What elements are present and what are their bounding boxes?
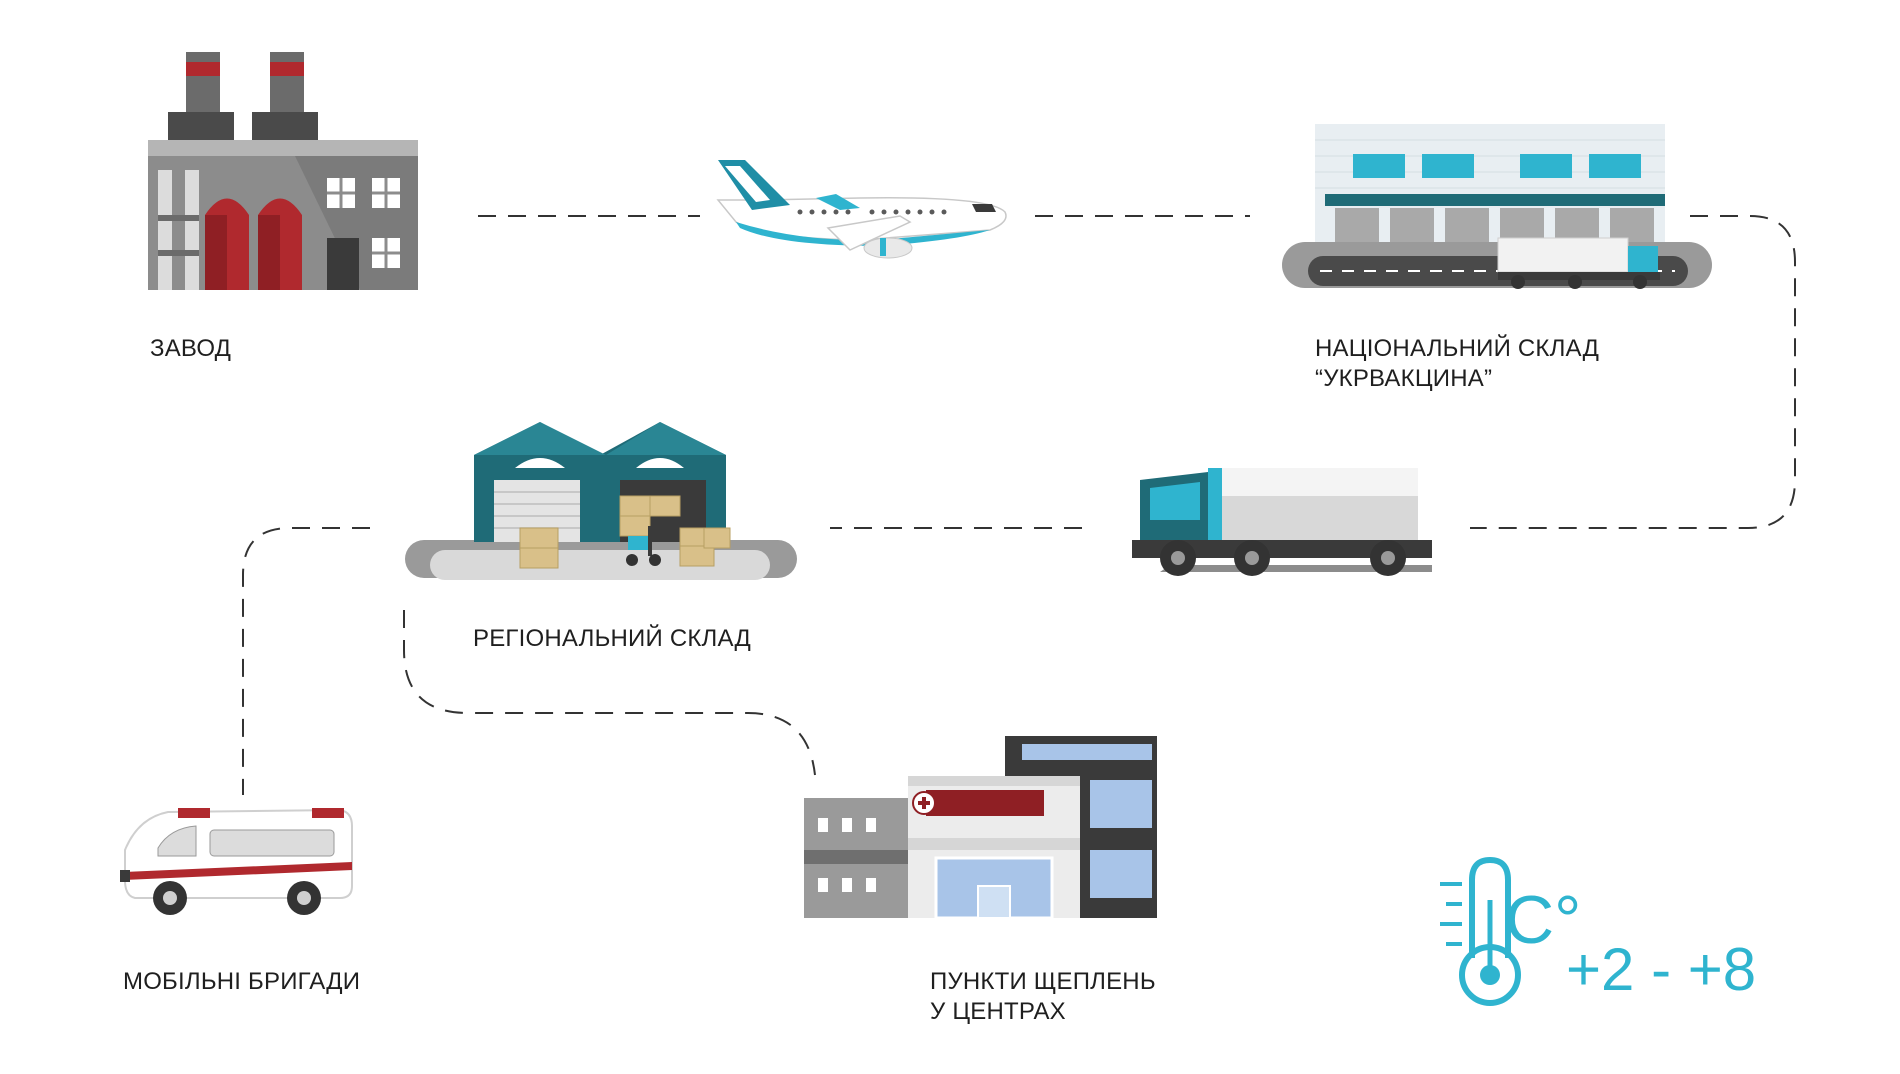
airplane-icon (716, 160, 1007, 259)
ambulance-icon (120, 808, 353, 915)
regional-warehouse-icon (405, 422, 797, 580)
temperature-range: +2 - +8 (1566, 936, 1757, 1003)
truck-icon (1132, 468, 1432, 576)
connector-regional-points (403, 610, 816, 776)
vaccination-center-icon (804, 736, 1157, 920)
factory-icon (148, 52, 418, 290)
national-warehouse-label-line1: НАЦІОНАЛЬНИЙ СКЛАД (1315, 335, 1600, 362)
connector-lines (242, 215, 1796, 795)
temperature-unit: C° (1505, 882, 1582, 958)
vaccination-points-label-line1: ПУНКТИ ЩЕПЛЕНЬ (930, 968, 1156, 995)
national-warehouse-label: НАЦІОНАЛЬНИЙ СКЛАД “УКРВАКЦИНА” (1315, 334, 1599, 394)
thermometer-icon (1440, 856, 1521, 1006)
vaccination-points-label-line2: У ЦЕНТРАХ (930, 998, 1066, 1025)
factory-label: ЗАВОД (150, 335, 232, 362)
regional-warehouse-label: РЕГІОНАЛЬНИЙ СКЛАД (473, 625, 751, 652)
national-warehouse-icon (1282, 124, 1712, 289)
connector-regional-mobile (242, 527, 370, 795)
vaccination-points-label: ПУНКТИ ЩЕПЛЕНЬ У ЦЕНТРАХ (930, 967, 1156, 1027)
national-warehouse-label-line2: “УКРВАКЦИНА” (1315, 365, 1493, 392)
connector-national-truck (1470, 215, 1796, 529)
mobile-teams-label: МОБІЛЬНІ БРИГАДИ (123, 968, 361, 995)
